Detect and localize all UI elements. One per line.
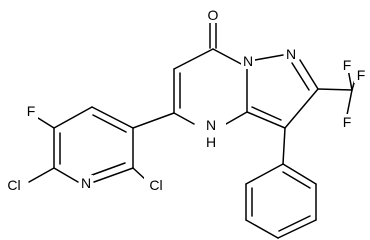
atom-label-f2: F	[357, 67, 366, 83]
bond-py-cl2	[132, 167, 147, 181]
bond-n2-c2	[299, 59, 319, 90]
bond-c2-cf3	[317, 88, 353, 91]
atom-labels: O N N N H F F F F N	[2, 6, 368, 193]
bond-c3-c3a-double	[251, 106, 282, 121]
bond-c3-c3a	[246, 111, 286, 129]
bond-ph-3	[245, 219, 279, 239]
atom-label-cl2: Cl	[149, 177, 162, 193]
pyridine-nitrogen: N	[79, 175, 93, 191]
pyridine-fluorine: F	[24, 103, 38, 119]
bond-ph-4	[277, 219, 317, 239]
nitrogen-atom-1: N	[241, 53, 255, 69]
atom-label-cl1: Cl	[7, 177, 20, 193]
nh-group: N H	[196, 115, 226, 150]
atom-label-f1: F	[343, 57, 352, 73]
atom-label-n2: N	[286, 46, 296, 62]
bond-py-c3-c4	[91, 106, 134, 129]
atom-label-n-pyridine: N	[81, 175, 91, 191]
bond-py-c4-c5	[53, 106, 93, 129]
bond-py-n-c2-double	[91, 162, 126, 176]
bond-c2-c3	[284, 88, 319, 129]
bond-py-c6-n	[53, 167, 79, 183]
bond-py-f	[37, 117, 55, 129]
bond-n1-n2	[254, 54, 284, 61]
atom-label-f-ring: F	[27, 103, 36, 119]
bond-py-cl1	[28, 167, 55, 183]
bond-c5-pyridine	[132, 112, 175, 129]
bond-c6-c7	[173, 48, 214, 70]
bond-py-n-c2	[93, 167, 134, 183]
bond-c3a-nh	[225, 111, 248, 125]
bond-c7-n1	[212, 48, 246, 67]
bond-ph-6	[282, 163, 317, 185]
bond-cf3-f3	[346, 89, 353, 116]
bond-ph-1	[245, 163, 284, 185]
atom-label-nh-h: H	[206, 134, 216, 150]
bond-nh-c5	[173, 112, 195, 125]
atom-label-o: O	[208, 7, 219, 23]
bond-ph-4-double	[278, 215, 311, 232]
oxygen-atom: O	[206, 6, 220, 23]
bond-py-c3-c4-double	[92, 114, 127, 133]
chlorine-atom-1: Cl	[2, 177, 26, 193]
nitrogen-atom-2: N	[284, 46, 298, 62]
bonds	[28, 22, 357, 239]
atom-label-nh-n: N	[206, 117, 216, 133]
chlorine-atom-2: Cl	[144, 177, 168, 193]
cf3-fluorines: F F F	[340, 57, 368, 130]
atom-label-n1: N	[243, 53, 253, 69]
bond-c3-ph	[282, 127, 286, 165]
bond-n2-c2-double	[291, 62, 310, 91]
bond-ph-6-double	[282, 171, 311, 189]
atom-label-f3: F	[343, 114, 352, 130]
